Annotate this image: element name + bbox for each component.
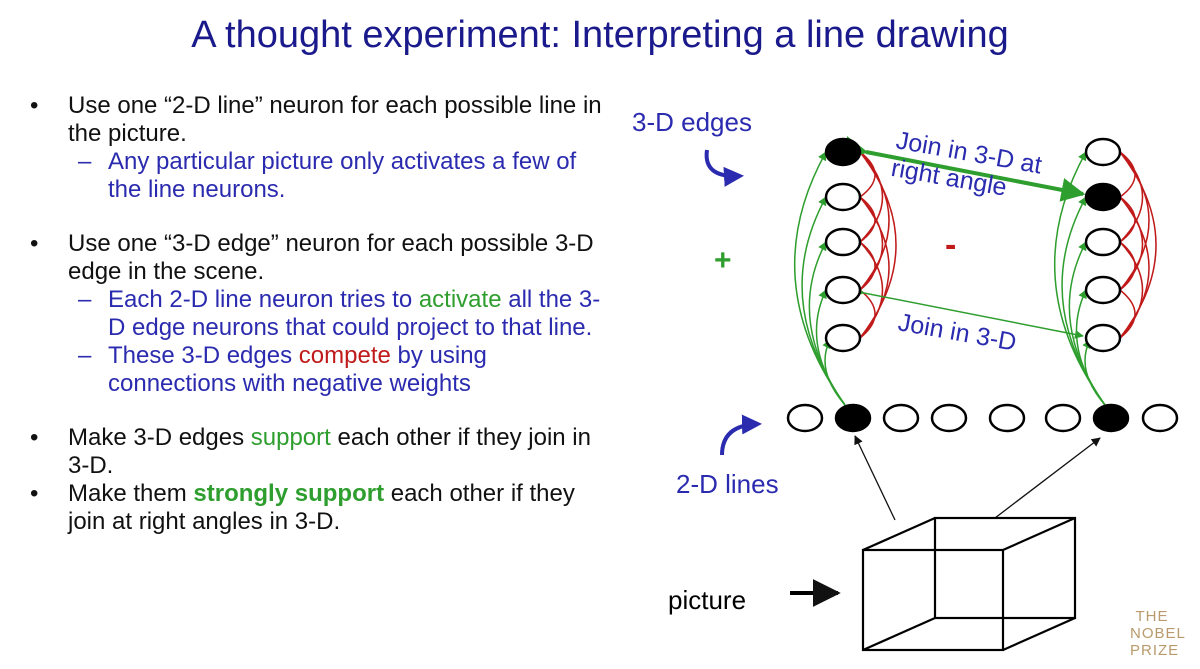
bullet-dot: •	[30, 230, 39, 257]
bullet-4-post: each other if they join at right angles …	[68, 480, 575, 535]
minus-sign: -	[945, 226, 956, 264]
edge-neuron	[1084, 227, 1122, 257]
bullet-3-post: each other if they join in 3-D.	[68, 424, 591, 479]
watermark-line-3: PRIZE	[1130, 642, 1180, 659]
support-highlight: support	[250, 424, 331, 451]
bullet-list: • Use one “2-D line” neuron for each pos…	[30, 92, 610, 536]
bullet-2-sub-2: – These 3-D edges compete by using conne…	[30, 342, 610, 398]
edge-neuron	[824, 323, 862, 353]
plus-sign: +	[714, 244, 732, 277]
bullet-4-pre: Make them	[68, 480, 194, 507]
join-3d-connection	[855, 287, 1084, 339]
bullet-1-sub-1-text: Any particular picture only activates a …	[108, 148, 577, 203]
bullet-dot: •	[30, 92, 39, 119]
bullet-dot: •	[30, 480, 39, 507]
bullet-3: • Make 3-D edges support each other if t…	[30, 424, 610, 480]
line-neuron	[988, 403, 1026, 433]
label-join-right-angle: Join in 3-D at right angle	[889, 126, 1044, 201]
bullet-2-sub-1-pre: Each 2-D line neuron tries to	[108, 286, 419, 313]
bullet-2: • Use one “3-D edge” neuron for each pos…	[30, 230, 610, 286]
bullet-4: • Make them strongly support each other …	[30, 480, 610, 536]
bullet-2-sub-2-pre: These 3-D edges	[108, 342, 299, 369]
line-neuron	[882, 403, 920, 433]
label-3d-edges: 3-D edges	[632, 107, 752, 137]
watermark-line-1: THE	[1135, 608, 1169, 625]
bullet-dash: –	[78, 148, 92, 175]
edge-neuron	[1084, 137, 1122, 167]
edge-neuron	[824, 275, 862, 305]
bullet-dot: •	[30, 424, 39, 451]
edge-neuron	[824, 227, 862, 257]
bullet-1: • Use one “2-D line” neuron for each pos…	[30, 92, 610, 148]
projection-line	[854, 435, 896, 521]
bullet-dash: –	[78, 342, 92, 369]
strongly-support-highlight: strongly support	[193, 480, 385, 507]
line-neurons-row	[786, 403, 1179, 433]
bullet-1-sub-1: – Any particular picture only activates …	[30, 148, 610, 204]
edge-neuron	[1084, 275, 1122, 305]
line-neuron-active	[1092, 403, 1130, 433]
bullet-2-sub-2-post: by using connections with negative weigh…	[108, 342, 487, 397]
edge-neuron	[824, 182, 862, 212]
line-neuron-active	[834, 403, 872, 433]
line-neuron	[1141, 403, 1179, 433]
watermark-line-2: NOBEL	[1130, 625, 1186, 642]
necker-cube	[861, 516, 1077, 652]
inhibitory-connections-right	[1119, 151, 1157, 339]
activate-highlight: activate	[418, 286, 502, 313]
curved-arrow-2d-lines	[720, 414, 762, 456]
right-angle-join-connection	[842, 136, 1086, 202]
line-neuron	[930, 403, 968, 433]
edge-neuron-active	[824, 137, 862, 167]
line-neuron	[786, 403, 824, 433]
line-neuron	[1044, 403, 1082, 433]
edge-neurons-right	[1084, 137, 1122, 353]
edge-neurons-left	[824, 137, 862, 353]
bullet-1-text: Use one “2-D line” neuron for each possi…	[68, 92, 602, 147]
label-2d-lines: 2-D lines	[676, 469, 779, 499]
excitatory-connections-left	[794, 151, 846, 406]
bullet-3-pre: Make 3-D edges	[68, 424, 251, 451]
bullet-dash: –	[78, 286, 92, 313]
bullet-2-sub-1: – Each 2-D line neuron tries to activate…	[30, 286, 610, 342]
edge-neuron-active	[1084, 182, 1122, 212]
slide-title: A thought experiment: Interpreting a lin…	[191, 14, 1009, 56]
bullet-2-sub-1-post: all the 3-D edge neurons that could proj…	[108, 286, 601, 341]
bullet-2-text: Use one “3-D edge” neuron for each possi…	[68, 230, 594, 285]
compete-highlight: compete	[298, 342, 391, 369]
nobel-prize-watermark: THE NOBEL PRIZE	[1130, 608, 1186, 659]
label-picture: picture	[668, 585, 746, 615]
label-join-3d: Join in 3-D	[896, 308, 1019, 356]
curved-arrow-3d-edges	[704, 149, 744, 187]
edge-neuron	[1084, 323, 1122, 353]
projection-line	[994, 437, 1101, 519]
